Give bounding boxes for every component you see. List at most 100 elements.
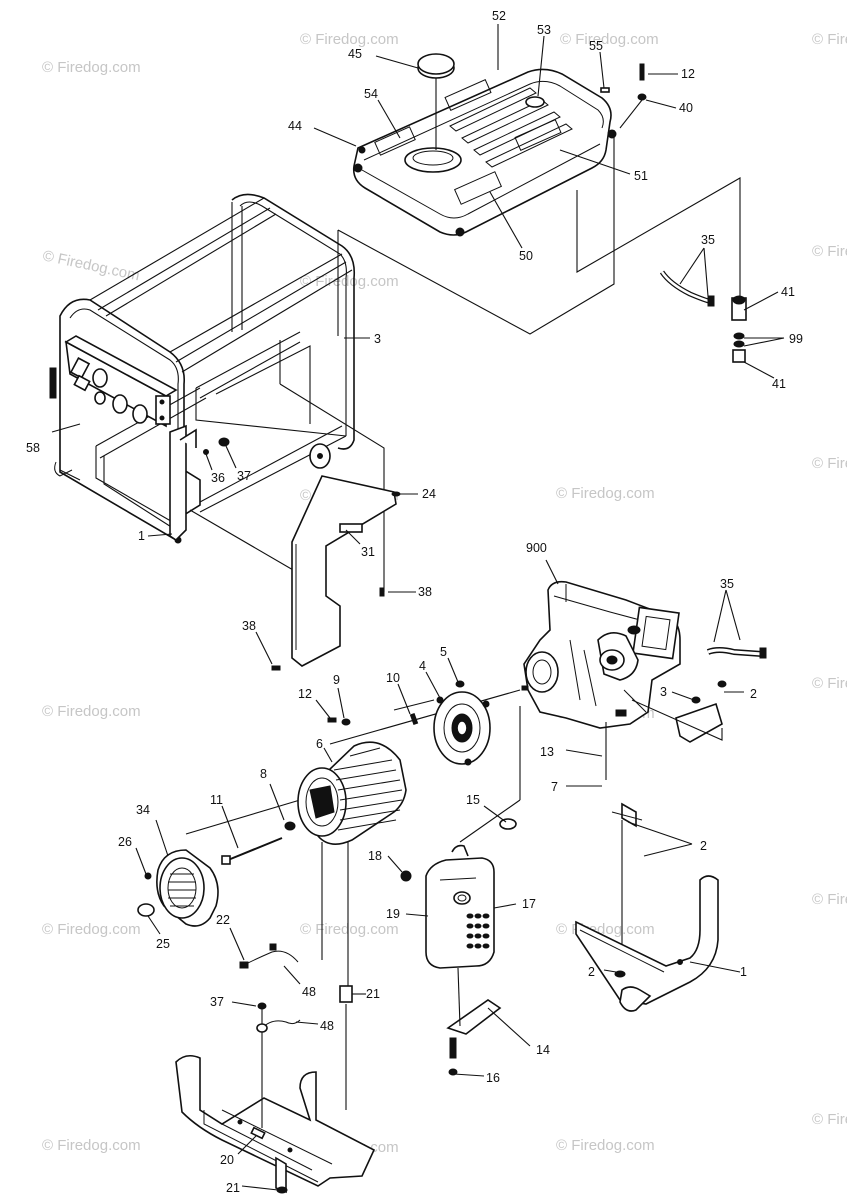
watermark: © Firedog.com bbox=[812, 243, 847, 260]
callout-1: 1 bbox=[740, 965, 747, 979]
watermark: © Firedog.com bbox=[812, 1111, 847, 1128]
callout-14: 14 bbox=[536, 1043, 550, 1057]
heat-shield bbox=[271, 475, 401, 671]
right-handle bbox=[575, 802, 719, 1012]
frame bbox=[54, 193, 356, 544]
watermark: © Firedog.com bbox=[812, 455, 847, 472]
tank-tag bbox=[600, 87, 610, 93]
muffler-gasket bbox=[499, 818, 517, 830]
callout-18: 18 bbox=[368, 849, 382, 863]
frame-guide bbox=[189, 509, 301, 575]
engine-guide bbox=[393, 699, 435, 711]
callout-labels: 52 53 55 45 12 54 40 44 51 50 35 41 99 4… bbox=[26, 9, 803, 1195]
callout-2: 2 bbox=[750, 687, 757, 701]
watermark: © Firedog.com bbox=[300, 273, 399, 290]
end-cover bbox=[137, 849, 219, 927]
callout-3: 3 bbox=[660, 685, 667, 699]
watermark: © Firedog.com bbox=[300, 31, 399, 48]
long-bolt bbox=[221, 837, 283, 865]
callout-2: 2 bbox=[700, 839, 707, 853]
callout-22: 22 bbox=[216, 913, 230, 927]
fuel-valve bbox=[731, 295, 747, 363]
watermark: © Firedog.com bbox=[42, 59, 141, 76]
callout-40: 40 bbox=[679, 101, 693, 115]
watermark: © Firedog.com bbox=[42, 1137, 141, 1154]
through-bolt bbox=[409, 712, 419, 726]
bottom-handle bbox=[175, 1054, 376, 1194]
callout-19: 19 bbox=[386, 907, 400, 921]
callout-5: 5 bbox=[440, 645, 447, 659]
fuel-line-guide bbox=[576, 177, 741, 296]
callout-900: 900 bbox=[526, 541, 547, 555]
callout-35: 35 bbox=[701, 233, 715, 247]
callout-41: 41 bbox=[781, 285, 795, 299]
muffler bbox=[425, 844, 495, 969]
callout-58: 58 bbox=[26, 441, 40, 455]
callout-50: 50 bbox=[519, 249, 533, 263]
callout-51: 51 bbox=[634, 169, 648, 183]
callout-16: 16 bbox=[486, 1071, 500, 1085]
control-panel bbox=[49, 335, 178, 428]
watermark: © Firedog.com bbox=[556, 485, 655, 502]
tank-bolt bbox=[637, 63, 647, 101]
wire-48b bbox=[256, 1019, 301, 1033]
bolt bbox=[327, 717, 337, 723]
watermark: © Firedog.com bbox=[300, 921, 399, 938]
fuel-hose bbox=[659, 270, 715, 307]
mount-21 bbox=[339, 985, 353, 1003]
callout-55: 55 bbox=[589, 39, 603, 53]
watermark: © Firedog.com bbox=[42, 703, 141, 720]
callout-20: 20 bbox=[220, 1153, 234, 1167]
engine-bracket bbox=[675, 680, 727, 743]
fuel-tank bbox=[352, 68, 617, 237]
callout-2: 2 bbox=[588, 965, 595, 979]
callout-17: 17 bbox=[522, 897, 536, 911]
callout-26: 26 bbox=[118, 835, 132, 849]
callout-3: 3 bbox=[374, 332, 381, 346]
watermark: © Firedog.com bbox=[812, 675, 847, 692]
fuel-cap bbox=[417, 53, 455, 79]
watermark: © Firedog.com bbox=[812, 891, 847, 908]
callout-31: 31 bbox=[361, 545, 375, 559]
engine bbox=[455, 580, 681, 729]
callout-34: 34 bbox=[136, 803, 150, 817]
callout-48: 48 bbox=[302, 985, 316, 999]
watermark: © Firedog.com bbox=[560, 31, 659, 48]
callout-52: 52 bbox=[492, 9, 506, 23]
callout-37: 37 bbox=[237, 469, 251, 483]
callout-54: 54 bbox=[364, 87, 378, 101]
callout-38: 38 bbox=[242, 619, 256, 633]
engine-guide bbox=[185, 799, 301, 835]
callout-8: 8 bbox=[260, 767, 267, 781]
rotor-plate bbox=[433, 691, 491, 766]
tank-bolt-guide bbox=[619, 99, 643, 129]
callout-41: 41 bbox=[772, 377, 786, 391]
callout-15: 15 bbox=[466, 793, 480, 807]
callout-99: 99 bbox=[789, 332, 803, 346]
callout-9: 9 bbox=[333, 673, 340, 687]
frame-guide bbox=[279, 383, 385, 592]
washer bbox=[341, 718, 351, 726]
callout-4: 4 bbox=[419, 659, 426, 673]
callout-45: 45 bbox=[348, 47, 362, 61]
callout-37: 37 bbox=[210, 995, 224, 1009]
callout-11: 11 bbox=[210, 793, 223, 807]
callout-24: 24 bbox=[422, 487, 436, 501]
callout-12: 12 bbox=[681, 67, 695, 81]
watermark: © Firedog.com bbox=[812, 31, 847, 48]
callout-44: 44 bbox=[288, 119, 302, 133]
panel-bracket bbox=[179, 428, 230, 455]
callout-48: 48 bbox=[320, 1019, 334, 1033]
callout-6: 6 bbox=[316, 737, 323, 751]
callout-36: 36 bbox=[211, 471, 225, 485]
callout-13: 13 bbox=[540, 745, 554, 759]
engine-fuel-hose bbox=[706, 647, 767, 659]
wire-harness bbox=[239, 943, 299, 969]
callout-7: 7 bbox=[551, 780, 558, 794]
muffler-nut bbox=[400, 870, 412, 882]
callout-leaders bbox=[51, 24, 785, 1191]
engine-guide bbox=[459, 799, 521, 843]
callout-21: 21 bbox=[366, 987, 380, 1001]
engine-guide bbox=[329, 689, 521, 745]
